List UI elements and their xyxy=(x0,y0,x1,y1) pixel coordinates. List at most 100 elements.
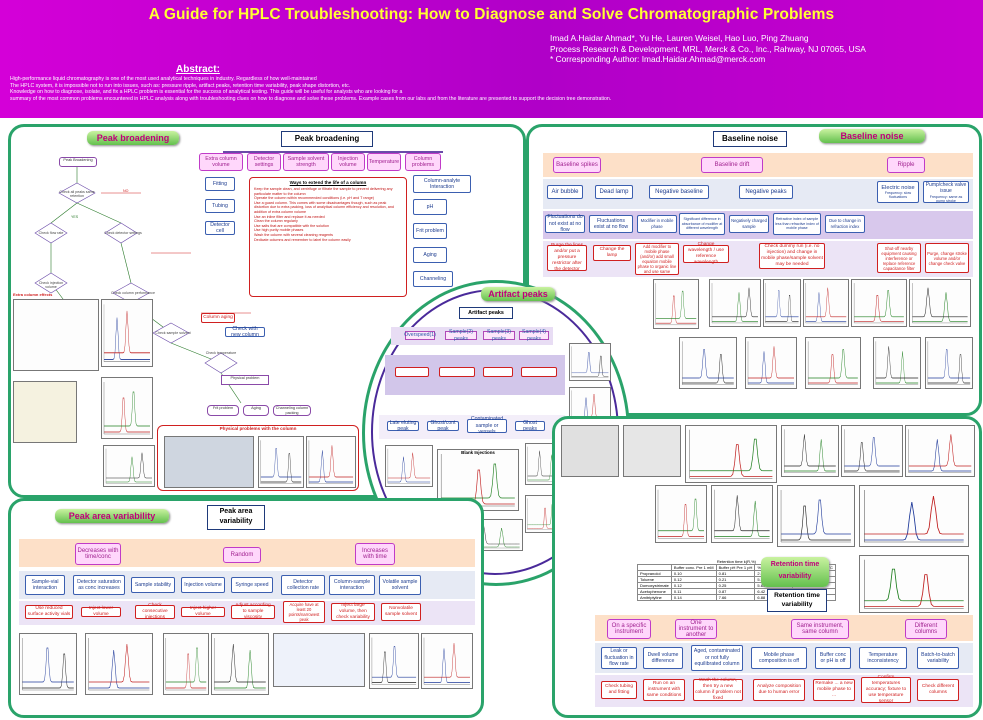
trace-line xyxy=(260,453,302,483)
baseline-pump-check-valve: Pump/check valve issue Frequency: same a… xyxy=(923,181,969,203)
trace-svg xyxy=(808,341,858,385)
trace-line xyxy=(106,452,152,479)
cause-sample-solvent-strength: Sample solvent strength xyxy=(283,153,329,171)
trace-line xyxy=(165,647,207,683)
trace-svg xyxy=(682,341,734,385)
artifact-row: Sample(3) peaks xyxy=(483,329,515,342)
chromatogram-figure xyxy=(685,425,777,483)
trace-line xyxy=(88,643,150,683)
peak-area-heading: Peak area variability xyxy=(207,505,265,530)
rt-fix-temperature: Confirm temperatures accuracy; fixture t… xyxy=(861,675,911,704)
chromatogram-figure xyxy=(679,337,737,389)
rt-fix-instrument: Run on an instrument with same condition… xyxy=(643,679,685,701)
fix-change-lamp: Change the lamp xyxy=(593,245,631,261)
chromatogram-figure xyxy=(306,436,356,488)
sub-tubing: Tubing xyxy=(205,199,235,213)
axis-line xyxy=(371,637,417,685)
peak-area-tag: Peak area variability xyxy=(55,509,169,523)
fix-shut-off-equipment: Shut-off nearby equipment causing interf… xyxy=(877,243,921,273)
trace-svg xyxy=(103,382,150,435)
axis-line xyxy=(88,638,150,691)
trace-line xyxy=(682,354,734,384)
physical-problems-box: Physical problems with the column xyxy=(157,425,359,491)
chromatogram-figure xyxy=(909,279,971,327)
trace-svg xyxy=(780,490,851,543)
chromatogram-figure xyxy=(258,436,304,488)
rt-batch: Batch-to-batch variability xyxy=(917,647,959,669)
trace-line xyxy=(748,351,794,384)
physical-frit: Frit problem xyxy=(207,405,239,416)
chromatogram-figure xyxy=(763,279,801,327)
physical-aging: Aging xyxy=(243,405,269,416)
axis-line xyxy=(655,283,697,325)
area-random: Random xyxy=(223,547,261,563)
tip-item: Dedicate columns and remember to label t… xyxy=(254,237,351,242)
baseline-negative-baseline: Negative baseline xyxy=(649,185,709,199)
chromatogram-figure xyxy=(101,299,153,367)
retention-panel: Retention time k(R,%) Buffer conc. Pre 1… xyxy=(552,416,982,718)
area-increases: Increases with time xyxy=(355,543,395,565)
axis-line xyxy=(22,638,74,691)
axis-line xyxy=(908,429,972,473)
chromatogram-figure xyxy=(905,425,975,477)
chromatogram-figure xyxy=(101,377,153,439)
axis-line xyxy=(784,429,836,473)
axis-line xyxy=(527,498,561,530)
artifact-row: Overspeed(1) xyxy=(404,331,436,340)
detail-absorbance: Significant difference in absorbance of … xyxy=(679,213,725,235)
trace-svg xyxy=(657,489,704,539)
flow-node-label: Check temperature xyxy=(205,351,237,355)
trace-line xyxy=(424,642,470,678)
chromatogram-figure xyxy=(925,337,973,389)
axis-line xyxy=(805,283,847,324)
baseline-drift: Baseline drift xyxy=(701,157,763,173)
trace-line xyxy=(88,649,150,689)
detail-no-flow: Fluctuations do not exist at no flow xyxy=(545,214,585,233)
chromatogram-figure xyxy=(709,279,761,327)
axis-line xyxy=(711,283,758,324)
physical-channeling: Channeling column packing xyxy=(273,405,311,416)
axis-line xyxy=(927,341,971,385)
retention-table-title: Retention time k(R,%) xyxy=(716,559,756,564)
pump-check-valve-frequency: Frequency: same as pump stroke xyxy=(929,194,963,203)
fix-inject-higher: Inject higher volume xyxy=(181,606,225,617)
axis-line xyxy=(657,489,704,539)
trace-svg xyxy=(371,637,417,685)
axis-line xyxy=(689,429,773,479)
blank-injection-title: Blank Injections xyxy=(461,450,495,455)
rt-specific-instrument: On a specific instrument xyxy=(607,619,651,639)
trace-svg xyxy=(105,448,152,484)
rt-fix-remake: Remake ... a new mobile phase to ... xyxy=(813,679,855,701)
abstract-line: The HPLC system, it is impossible not to… xyxy=(10,82,351,89)
trace-line xyxy=(854,295,904,322)
trace-line xyxy=(712,287,758,318)
trace-svg xyxy=(875,341,919,385)
axis-line xyxy=(308,440,354,484)
trace-svg xyxy=(854,283,904,324)
trace-line xyxy=(864,574,964,607)
axis-line xyxy=(875,341,919,385)
area-injection-volume: Injection volume xyxy=(181,577,225,593)
axis-line xyxy=(571,346,609,378)
artifact-heading: Artifact peaks xyxy=(459,307,513,319)
trace-line xyxy=(927,354,971,384)
baseline-ripple: Ripple xyxy=(887,157,925,173)
trace-svg xyxy=(784,429,836,473)
abstract-line: summary of the most common problems enco… xyxy=(10,95,612,102)
flow-new-column: Check with new column xyxy=(225,326,265,338)
table-figure xyxy=(273,633,365,687)
area-collection-rate: Detector collection rate xyxy=(281,575,325,595)
rt-same-instrument: Same instrument, same column xyxy=(791,619,849,639)
tips-title: Ways to extend the life of a column xyxy=(289,180,367,185)
flow-column-aging: Column aging xyxy=(201,313,235,323)
trace-line xyxy=(658,504,704,537)
trace-line xyxy=(571,355,609,377)
trace-line xyxy=(912,287,968,318)
axis-line xyxy=(103,382,150,435)
detail-refraction-change: Due to change in refraction index xyxy=(825,215,865,233)
trace-line xyxy=(805,292,847,322)
column-analyte-interaction: Column-analyte Interaction xyxy=(413,175,471,193)
peak-broadening-heading: Peak broadening xyxy=(281,131,373,147)
flow-node-label: Check sample solvent xyxy=(155,331,191,335)
trace-line xyxy=(875,346,919,379)
